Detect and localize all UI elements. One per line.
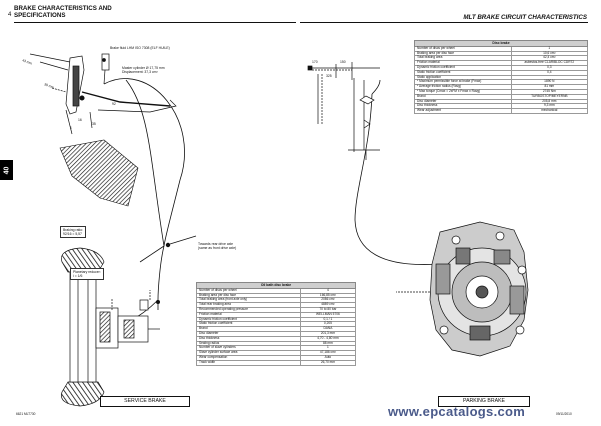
right-page-title: MLT BRAKE CIRCUIT CHARACTERISTICS <box>463 14 587 21</box>
master-cylinder-displacement: Displacement: 37,3 cm³ <box>122 70 158 74</box>
spec-label: Track width <box>196 359 301 366</box>
spec-value: 26,70 mm <box>299 359 357 366</box>
service-brake-caption: SERVICE BRAKE <box>100 396 190 407</box>
dim-1: 1 <box>70 126 72 130</box>
parking-lever-drawing <box>307 62 380 160</box>
section-title: BRAKE CHARACTERISTICS AND SPECIFICATIONS <box>14 5 164 20</box>
footer-reference: 6621 MLT730 <box>16 412 36 416</box>
master-cylinder-diameter: Master cylinder Ø 17,75 mm <box>122 66 165 70</box>
chapter-tab: 40 <box>0 160 13 180</box>
master-cylinder-drawing <box>29 53 177 135</box>
rear-axle-note: Towards rear drive axle (same as front d… <box>198 242 236 250</box>
section-title-line2: SPECIFICATIONS <box>14 11 66 19</box>
page-number: 4 <box>8 12 12 18</box>
rear-axle-note-line1: Towards rear drive axle <box>198 242 234 246</box>
header-rule-right <box>300 22 588 23</box>
header-rule-left <box>14 22 296 23</box>
dim-35: 35 <box>92 122 96 126</box>
parking-brake-caption: PARKING BRAKE <box>438 396 530 407</box>
rear-axle-note-line2: (same as front drive axle) <box>198 246 237 250</box>
dim-325: 325 <box>326 74 332 78</box>
watermark-text: www.epcatalogs.com <box>388 404 526 419</box>
braking-ratio-note: Braking ratio: 92/16 = 5,57 <box>60 226 86 238</box>
planetary-reducer-ratio: i = 1/6 <box>73 274 83 278</box>
dim-150: 150 <box>340 60 346 64</box>
floor-section <box>59 139 139 207</box>
dim-16: 16 <box>78 118 82 122</box>
spec-label: Wear adjustment <box>414 108 512 114</box>
service-brake-drawing <box>61 247 160 407</box>
spec-value: mechanical <box>510 108 589 114</box>
planetary-reducer-label: Planetary reducer: <box>73 270 101 274</box>
master-cylinder-note: Master cylinder Ø 17,75 mm Displacement:… <box>122 66 165 74</box>
dim-92: 92 <box>112 102 116 106</box>
brake-fluid-note: Brake fluid LHM ISO 7308 (ELF HUILE) <box>110 46 170 50</box>
section-title-line1: BRAKE CHARACTERISTICS AND <box>14 5 112 12</box>
footer-date: 09/11/2010 <box>556 412 572 416</box>
dim-170: 170 <box>312 60 318 64</box>
parking-brake-drawing <box>396 221 529 357</box>
oil-bath-brake-table: Oil bath disc brake Number of discs per … <box>196 282 357 366</box>
braking-ratio-value: 92/16 = 5,57 <box>63 232 82 236</box>
braking-ratio-label: Braking ratio: <box>63 228 83 232</box>
planetary-reducer-note: Planetary reducer: i = 1/6 <box>70 268 104 280</box>
oil-bath-table-title: Oil bath disc brake <box>196 282 356 289</box>
disc-brake-table-title: Disc brake <box>414 40 588 47</box>
